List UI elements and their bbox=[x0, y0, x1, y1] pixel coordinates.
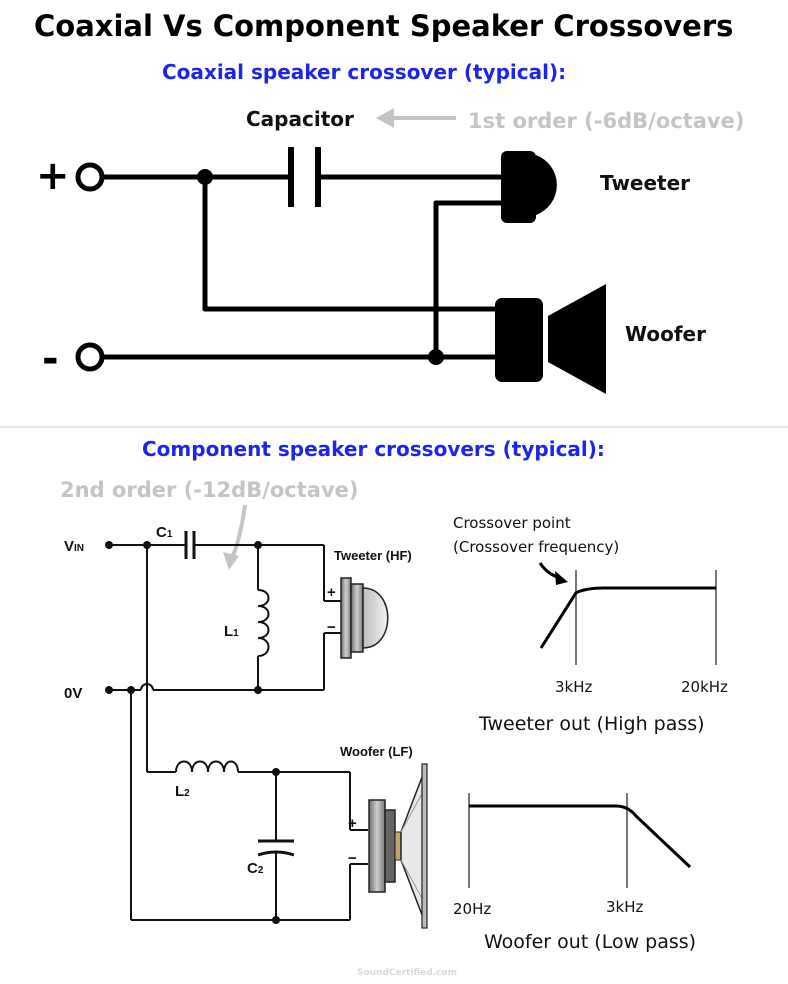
capacitor-label: Capacitor bbox=[246, 107, 354, 131]
gray-arrow-left-icon bbox=[376, 108, 456, 128]
coaxial-wiring bbox=[100, 174, 506, 360]
c2-label: C2 bbox=[247, 860, 264, 877]
plus-terminal-icon bbox=[75, 162, 105, 192]
watermark: SoundCertified.com bbox=[357, 968, 457, 978]
woofer-label: Woofer bbox=[625, 322, 706, 346]
inductor-l1-icon bbox=[257, 589, 270, 657]
coaxial-heading: Coaxial speaker crossover (typical): bbox=[162, 60, 566, 84]
woofer-tick-3khz: 3kHz bbox=[606, 898, 644, 916]
annotation-arrow-icon bbox=[538, 562, 568, 585]
capacitor-c1-icon bbox=[184, 531, 196, 559]
tweeter-hf-label: Tweeter (HF) bbox=[334, 548, 412, 563]
component-heading: Component speaker crossovers (typical): bbox=[142, 437, 605, 461]
minus-terminal-label: - bbox=[42, 336, 59, 382]
junction-dot bbox=[428, 349, 444, 365]
junction-dots bbox=[105, 541, 280, 924]
capacitor-icon bbox=[288, 147, 321, 207]
vin-label: VIN bbox=[64, 538, 84, 555]
crossover-point-annotation: Crossover point bbox=[453, 514, 571, 532]
second-order-note: 2nd order (-12dB/octave) bbox=[60, 478, 359, 502]
woofer-lf-label: Woofer (LF) bbox=[340, 744, 413, 759]
component-wiring bbox=[109, 544, 368, 921]
woofer-response-curve bbox=[469, 804, 692, 869]
woofer-plus: + bbox=[348, 815, 357, 832]
tweeter-tick-3khz: 3kHz bbox=[555, 678, 593, 696]
c1-label: C1 bbox=[156, 524, 173, 541]
l1-label: L1 bbox=[224, 623, 239, 640]
junction-dot bbox=[197, 169, 213, 185]
tweeter-chart-title: Tweeter out (High pass) bbox=[478, 713, 705, 735]
woofer-tick-20hz: 20Hz bbox=[453, 900, 491, 918]
inductor-l2-icon bbox=[175, 760, 239, 773]
woofer-chart-title: Woofer out (Low pass) bbox=[484, 931, 696, 953]
gray-arrow-down-icon bbox=[223, 504, 247, 570]
tweeter-hf-icon bbox=[340, 577, 389, 659]
woofer-icon bbox=[495, 284, 606, 394]
woofer-lf-icon bbox=[368, 763, 428, 929]
tweeter-icon bbox=[501, 151, 557, 223]
tweeter-tick-20khz: 20kHz bbox=[681, 678, 728, 696]
tweeter-plus: + bbox=[327, 584, 336, 601]
zero-v-label: 0V bbox=[64, 685, 82, 702]
minus-terminal-icon bbox=[75, 342, 105, 372]
tweeter-response-curve bbox=[539, 586, 716, 649]
woofer-response-chart: 20Hz 3kHz Woofer out (Low pass) bbox=[453, 793, 696, 953]
capacitor-c2-icon bbox=[257, 839, 295, 857]
first-order-note: 1st order (-6dB/octave) bbox=[468, 109, 744, 133]
crossover-frequency-annotation: (Crossover frequency) bbox=[453, 538, 619, 556]
woofer-minus: − bbox=[348, 850, 357, 867]
tweeter-minus: − bbox=[327, 619, 336, 636]
l2-label: L2 bbox=[175, 783, 190, 800]
plus-terminal-label: + bbox=[36, 153, 70, 199]
main-title: Coaxial Vs Component Speaker Crossovers bbox=[34, 9, 733, 43]
tweeter-response-chart: Crossover point (Crossover frequency) 3k… bbox=[453, 514, 728, 735]
tweeter-label: Tweeter bbox=[600, 171, 690, 195]
